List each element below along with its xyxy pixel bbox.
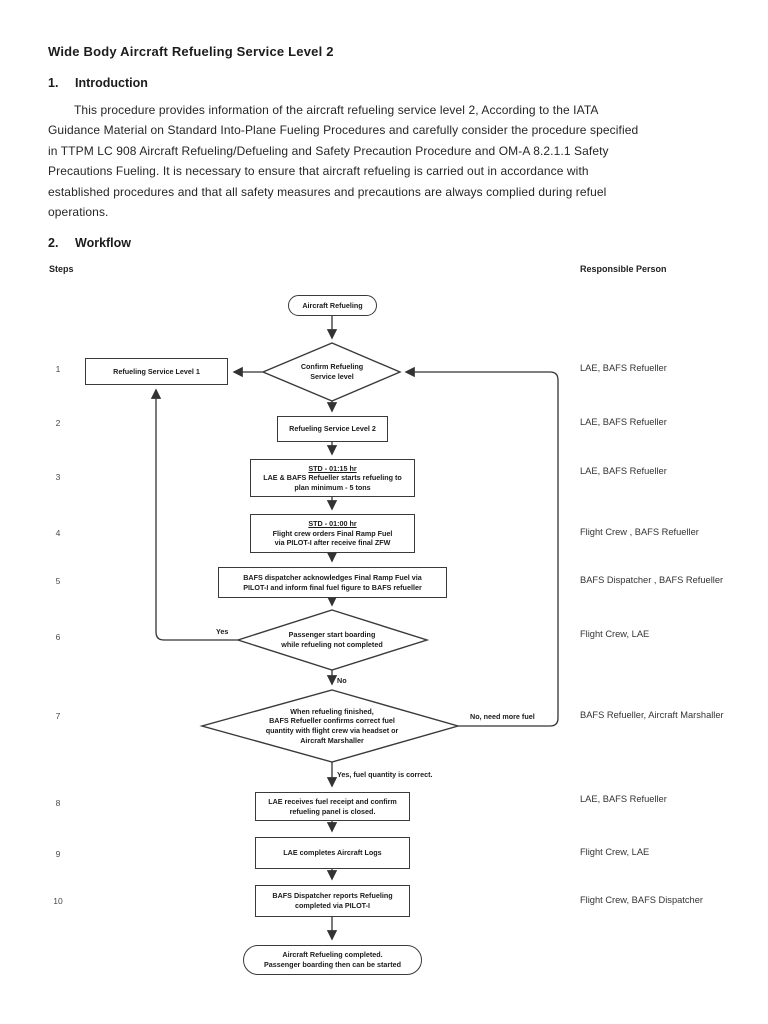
node-bafs-dispatcher-acknowledges: BAFS dispatcher acknowledges Final Ramp … bbox=[218, 567, 447, 598]
section-heading-introduction: 1. Introduction bbox=[48, 76, 148, 90]
node-label: while refueling not completed bbox=[281, 640, 383, 649]
edge-label-yes: Yes bbox=[216, 627, 229, 636]
node-end-refueling-completed: Aircraft Refueling completed. Passenger … bbox=[243, 945, 422, 975]
decision-fuel-quantity-label: When refueling finished, BAFS Refueller … bbox=[212, 694, 452, 758]
step-number: 8 bbox=[55, 798, 61, 808]
node-label: PILOT-I and inform final fuel figure to … bbox=[243, 582, 422, 592]
paragraph-line: Guidance Material on Standard Into-Plane… bbox=[48, 123, 639, 138]
node-heading: STD - 01:15 hr bbox=[308, 463, 357, 473]
step-number: 9 bbox=[55, 849, 61, 859]
section-heading-workflow: 2. Workflow bbox=[48, 236, 131, 250]
step-number: 7 bbox=[55, 711, 61, 721]
decision-passenger-boarding bbox=[235, 609, 430, 671]
edge-label-no-need-more-fuel: No, need more fuel bbox=[470, 712, 535, 721]
node-std-0115-start-refueling: STD - 01:15 hr LAE & BAFS Refueller star… bbox=[250, 459, 415, 497]
introduction-paragraph: This procedure provides information of t… bbox=[48, 100, 740, 222]
node-lae-receives-fuel-receipt: LAE receives fuel receipt and confirm re… bbox=[255, 792, 410, 821]
node-label: When refueling finished, bbox=[290, 706, 374, 716]
steps-column-header: Steps bbox=[49, 264, 74, 274]
node-label: Aircraft Marshaller bbox=[300, 735, 364, 745]
step-number: 3 bbox=[55, 472, 61, 482]
node-label: Service level bbox=[310, 372, 354, 381]
node-label: LAE receives fuel receipt and confirm bbox=[268, 796, 397, 806]
edge-label-no: No bbox=[337, 676, 347, 685]
node-label: BAFS Refueller confirms correct fuel bbox=[269, 716, 395, 726]
node-label: Refueling Service Level 2 bbox=[289, 424, 376, 434]
node-label: Aircraft Refueling completed. bbox=[282, 950, 383, 960]
decision-confirm-service-level-label: Confirm Refueling Service level bbox=[262, 352, 402, 392]
node-label: BAFS Dispatcher reports Refueling bbox=[272, 891, 393, 901]
responsible-person: LAE, BAFS Refueller bbox=[580, 363, 667, 373]
node-label: Flight crew orders Final Ramp Fuel bbox=[272, 528, 393, 538]
node-label: Aircraft Refueling bbox=[302, 300, 363, 310]
responsible-person: BAFS Dispatcher , BAFS Refueller bbox=[580, 575, 724, 585]
decision-passenger-boarding-label: Passenger start boarding while refueling… bbox=[237, 620, 427, 660]
responsible-person: Flight Crew , BAFS Refueller bbox=[580, 527, 699, 537]
node-std-0100-final-ramp-fuel: STD - 01:00 hr Flight crew orders Final … bbox=[250, 514, 415, 553]
paragraph-line: established procedures and that all safe… bbox=[48, 184, 607, 199]
section-number: 2. bbox=[48, 236, 59, 250]
node-heading: STD - 01:00 hr bbox=[308, 519, 357, 529]
edge-label-yes-fuel-correct: Yes, fuel quantity is correct. bbox=[337, 770, 433, 779]
step-number: 2 bbox=[55, 418, 61, 428]
responsible-column-header: Responsible Person bbox=[580, 264, 667, 274]
node-label: BAFS dispatcher acknowledges Final Ramp … bbox=[243, 572, 422, 582]
responsible-person: LAE, BAFS Refueller bbox=[580, 466, 667, 476]
node-refueling-service-level-2: Refueling Service Level 2 bbox=[277, 416, 388, 442]
edge-boarding-yes-loop bbox=[150, 388, 238, 641]
section-number: 1. bbox=[48, 76, 59, 90]
section-title: Workflow bbox=[75, 236, 132, 250]
node-label: plan minimum - 5 tons bbox=[294, 482, 371, 492]
paragraph-line: operations. bbox=[48, 205, 109, 220]
page-title: Wide Body Aircraft Refueling Service Lev… bbox=[48, 44, 334, 59]
section-title: Introduction bbox=[75, 76, 148, 90]
responsible-person: Flight Crew, LAE bbox=[580, 629, 650, 639]
paragraph-line: in TTPM LC 908 Aircraft Refueling/Defuel… bbox=[48, 143, 609, 158]
step-number: 5 bbox=[55, 576, 61, 586]
edge-confirmfuel-no-loop bbox=[404, 366, 559, 727]
node-label: Refueling Service Level 1 bbox=[113, 366, 200, 376]
paragraph-line: This procedure provides information of t… bbox=[74, 103, 599, 117]
node-label: Passenger boarding then can be started bbox=[264, 960, 401, 969]
node-bafs-dispatcher-reports: BAFS Dispatcher reports Refueling comple… bbox=[255, 885, 410, 917]
node-label: via PILOT-I after receive final ZFW bbox=[274, 538, 391, 548]
node-refueling-service-level-1: Refueling Service Level 1 bbox=[85, 358, 228, 385]
step-number: 6 bbox=[55, 632, 61, 642]
step-number: 4 bbox=[55, 528, 61, 538]
node-label: refueling panel is closed. bbox=[289, 806, 376, 816]
paragraph-line: Precautions Fueling. It is necessary to … bbox=[48, 164, 589, 179]
step-number: 1 bbox=[55, 364, 61, 374]
node-label: Confirm Refueling bbox=[300, 362, 364, 372]
node-label: Passenger start boarding bbox=[288, 630, 376, 640]
decision-confirm-service-level bbox=[261, 342, 402, 402]
node-label: LAE & BAFS Refueller starts refueling to bbox=[263, 473, 402, 483]
node-label: completed via PILOT-I bbox=[294, 901, 371, 910]
node-label: quantity with flight crew via headset or bbox=[265, 726, 399, 735]
node-lae-completes-aircraft-logs: LAE completes Aircraft Logs bbox=[255, 837, 410, 869]
responsible-person: BAFS Refueller, Aircraft Marshaller bbox=[580, 710, 724, 720]
step-number: 10 bbox=[53, 896, 63, 906]
responsible-person: LAE, BAFS Refueller bbox=[580, 794, 667, 804]
responsible-person: LAE, BAFS Refueller bbox=[580, 417, 667, 427]
node-label: LAE completes Aircraft Logs bbox=[283, 848, 382, 858]
node-start-aircraft-refueling: Aircraft Refueling bbox=[288, 295, 377, 316]
responsible-person: Flight Crew, LAE bbox=[580, 847, 650, 857]
decision-fuel-quantity bbox=[199, 689, 461, 763]
responsible-person: Flight Crew, BAFS Dispatcher bbox=[580, 895, 703, 905]
